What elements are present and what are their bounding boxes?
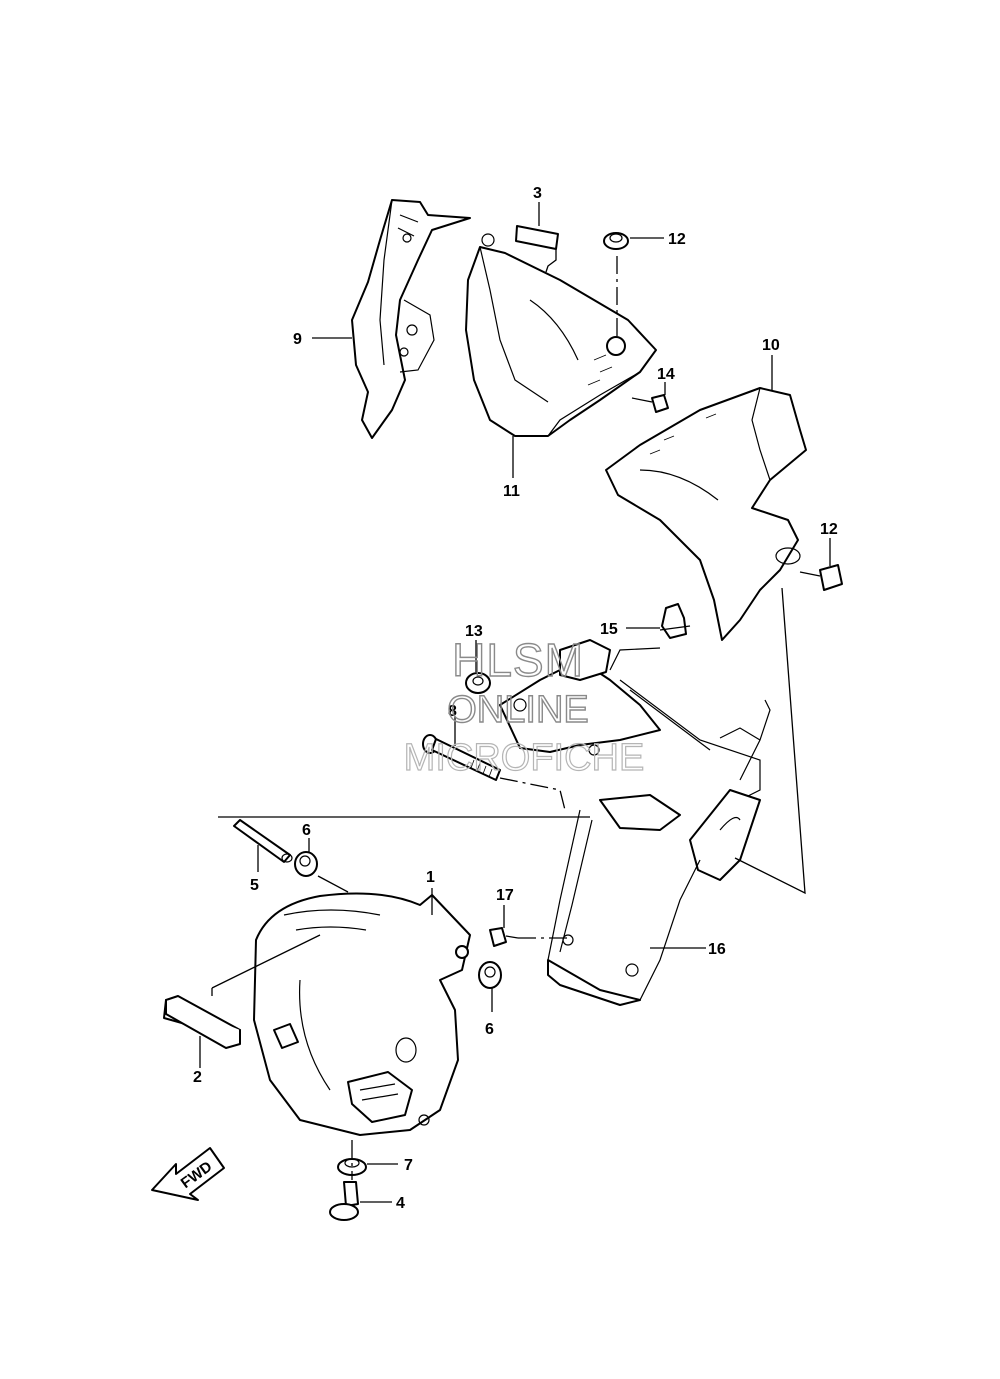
watermark-line1: HLSM (452, 634, 584, 686)
part-8-bolt[interactable] (422, 734, 501, 781)
callout-13: 13 (465, 623, 483, 640)
callout-16: 16 (708, 941, 726, 958)
callout-3: 3 (533, 185, 542, 202)
part-6-grommet-upper[interactable] (294, 851, 318, 877)
part-2-label[interactable] (163, 995, 241, 1049)
callout-6-upper: 6 (302, 822, 311, 839)
part-1-headlight-housing[interactable] (253, 892, 471, 1136)
part-9-side-cover[interactable] (351, 199, 471, 439)
part-4-bolt[interactable] (329, 1181, 359, 1221)
callout-14: 14 (657, 366, 675, 383)
callout-10: 10 (762, 337, 780, 354)
part-15-clip[interactable] (659, 603, 691, 639)
part-12-grommet-top[interactable] (603, 232, 629, 250)
fwd-arrow-icon: FWD (151, 1147, 225, 1201)
part-11-headlight-cover[interactable] (465, 233, 657, 437)
callout-5: 5 (250, 877, 259, 894)
part-13-grommet[interactable] (465, 672, 491, 694)
part-14-screw[interactable] (631, 394, 669, 413)
callout-11: 11 (503, 483, 520, 500)
part-7-grommet[interactable] (337, 1158, 367, 1176)
part-17-bolt[interactable] (489, 927, 519, 947)
part-5-collar[interactable] (233, 819, 293, 863)
callout-1: 1 (426, 869, 435, 886)
callout-4: 4 (396, 1195, 405, 1212)
watermark: HLSM ONLINE MICROFICHE (403, 633, 645, 779)
callout-12-lower: 12 (820, 521, 838, 538)
callout-15: 15 (600, 621, 618, 638)
callout-7: 7 (404, 1157, 413, 1174)
part-12-screw-lower[interactable] (799, 564, 843, 591)
callout-6-lower: 6 (485, 1021, 494, 1038)
watermark-line2: ONLINE (447, 689, 588, 731)
part-3-label[interactable] (515, 225, 559, 250)
part-10-side-cover[interactable] (605, 387, 807, 641)
watermark-line3: MICROFICHE (404, 737, 645, 779)
callout-2: 2 (193, 1069, 202, 1086)
callout-8: 8 (448, 703, 457, 720)
callout-12-top: 12 (668, 231, 686, 248)
part-6-grommet-lower[interactable] (478, 961, 502, 989)
callout-17: 17 (496, 887, 514, 904)
part-16-bracket[interactable] (499, 639, 771, 1006)
callout-9: 9 (293, 331, 302, 348)
